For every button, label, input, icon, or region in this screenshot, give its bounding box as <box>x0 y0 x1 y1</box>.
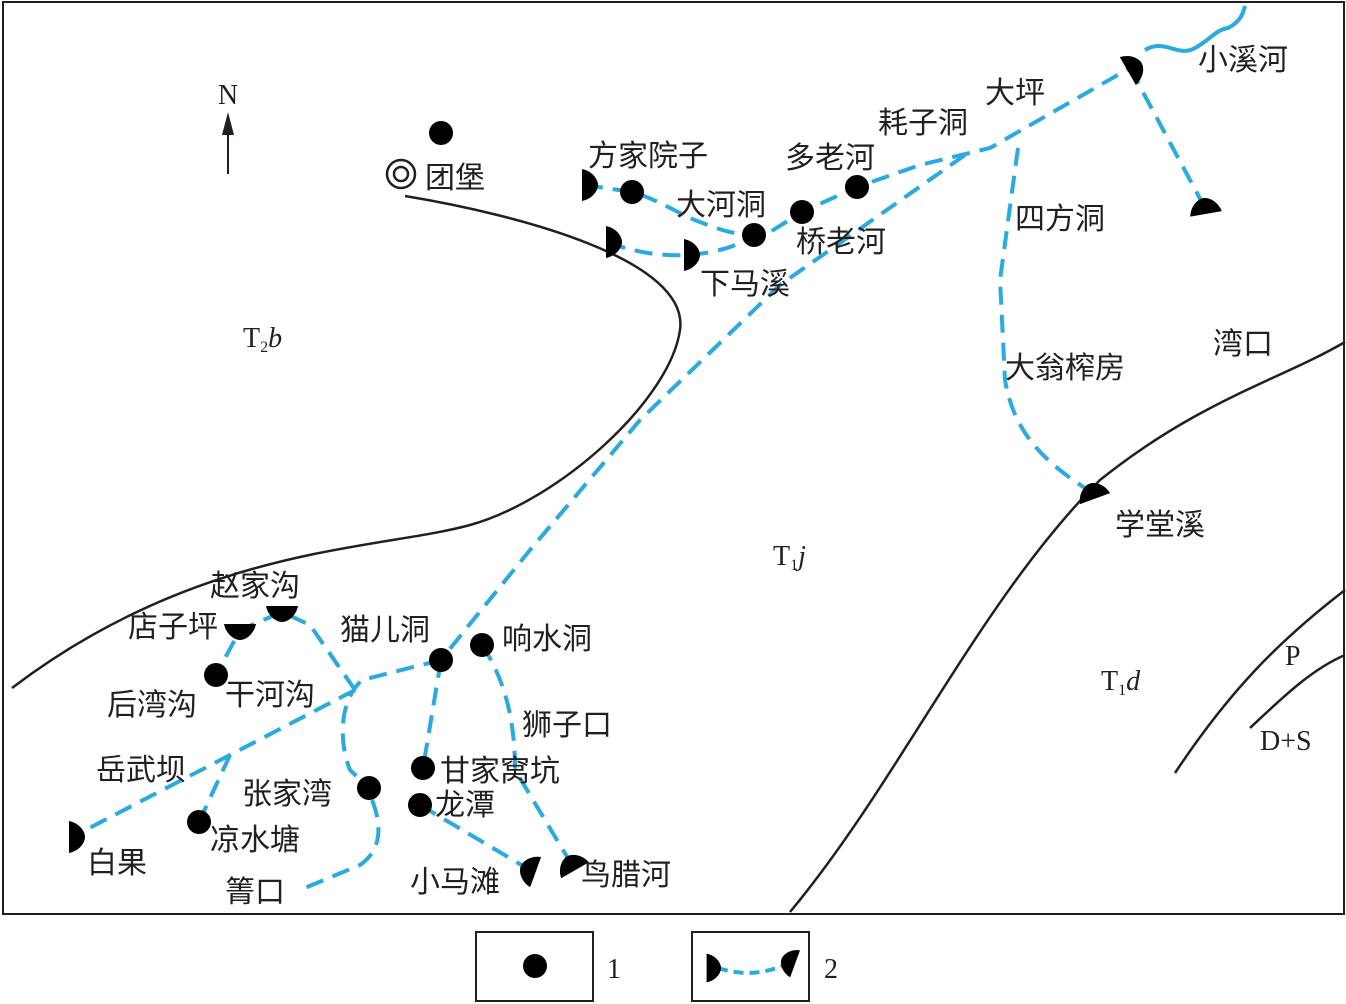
sinkhole-icon <box>1187 195 1224 225</box>
label-xiaomatan: 小马滩 <box>410 865 500 900</box>
place-labels: 团堡 方家院子 多老河 耗子洞 大坪 小溪河 大河洞 桥老河 下马溪 四方洞 湾… <box>87 43 1288 910</box>
town-icon <box>385 158 417 190</box>
label-duolaohe: 多老河 <box>785 141 875 176</box>
north-label: N <box>218 80 238 111</box>
label-xuetangxi: 学堂溪 <box>1115 508 1205 543</box>
unit-p: P <box>1285 641 1301 672</box>
label-fangjiayuanzi: 方家院子 <box>588 139 708 174</box>
well-icon <box>429 648 453 672</box>
label-ganjiawokeng: 甘家窝坑 <box>440 754 560 789</box>
label-sifangdong: 四方洞 <box>1015 202 1105 237</box>
legend-label-1: 1 <box>607 954 621 985</box>
well-icon <box>470 633 494 657</box>
well-icon <box>429 121 453 145</box>
legend-label-2: 2 <box>824 954 838 985</box>
well-icon <box>187 810 211 834</box>
label-wankou: 湾口 <box>1213 327 1273 362</box>
sinkhole-icon <box>598 226 622 258</box>
label-baiguo: 白果 <box>87 846 147 881</box>
boundary-t2b <box>11 194 682 689</box>
unit-t1j: T1j <box>773 541 806 574</box>
sinkhole-icons <box>61 49 1224 890</box>
boundary-t1d-p <box>1173 589 1346 774</box>
spring-well-icon <box>523 954 547 978</box>
sinkhole-icon <box>61 821 85 853</box>
map-frame <box>2 1 1345 915</box>
legend: 1 2 <box>475 931 838 1002</box>
label-haozidong: 耗子洞 <box>878 106 968 141</box>
label-dianziping: 店子坪 <box>128 610 218 645</box>
label-xiangshuidong: 响水洞 <box>502 622 592 657</box>
sinkhole-icon <box>515 851 549 890</box>
sinkhole-icon <box>224 616 256 640</box>
label-tuanbao: 团堡 <box>425 161 485 196</box>
label-houwangou: 后湾沟 <box>107 688 197 723</box>
arrow-up-icon <box>222 112 234 135</box>
label-shizikou: 狮子口 <box>522 708 612 743</box>
label-qingkou: 箐口 <box>225 875 285 910</box>
well-icon <box>845 175 869 199</box>
boundary-t1j-t1d <box>789 340 1346 913</box>
underground-river-icon <box>699 945 807 983</box>
well-icon <box>411 756 435 780</box>
boundary-p-ds <box>1249 653 1346 729</box>
well-icon <box>357 776 381 800</box>
label-xiaoxihe: 小溪河 <box>1198 43 1288 78</box>
well-icon <box>742 223 766 247</box>
unit-t2b: T2b <box>243 323 282 356</box>
xiaoxihe-river <box>1143 5 1247 53</box>
well-icon <box>620 180 644 204</box>
label-liangshuitang: 凉水塘 <box>210 823 300 858</box>
well-icon <box>790 200 814 224</box>
unit-ds: D+S <box>1260 726 1312 757</box>
legend-box-1 <box>475 931 594 1002</box>
north-arrow: N <box>218 80 238 174</box>
label-maoerdong: 猫儿洞 <box>340 613 430 648</box>
label-qiaolaohe: 桥老河 <box>796 225 886 260</box>
label-longtan: 龙潭 <box>435 788 495 823</box>
label-dahedong: 大河洞 <box>676 188 766 223</box>
label-xiamaxi: 下马溪 <box>700 267 790 302</box>
legend-box-2 <box>691 931 810 1002</box>
label-daping: 大坪 <box>985 76 1045 111</box>
label-zhangjiawan: 张家湾 <box>242 777 332 812</box>
label-yuewuba: 岳武坝 <box>96 753 186 788</box>
label-dawengzhafang: 大翁榨房 <box>1005 351 1125 386</box>
label-zhaojiagou: 赵家沟 <box>210 569 300 604</box>
label-ganhegou: 干河沟 <box>225 678 315 713</box>
unit-t1d: T1d <box>1101 666 1141 699</box>
sinkhole-icon <box>1112 49 1150 89</box>
well-icon <box>408 793 432 817</box>
underground-river-network <box>71 66 1207 892</box>
label-niaolahe: 鸟腊河 <box>581 858 671 893</box>
